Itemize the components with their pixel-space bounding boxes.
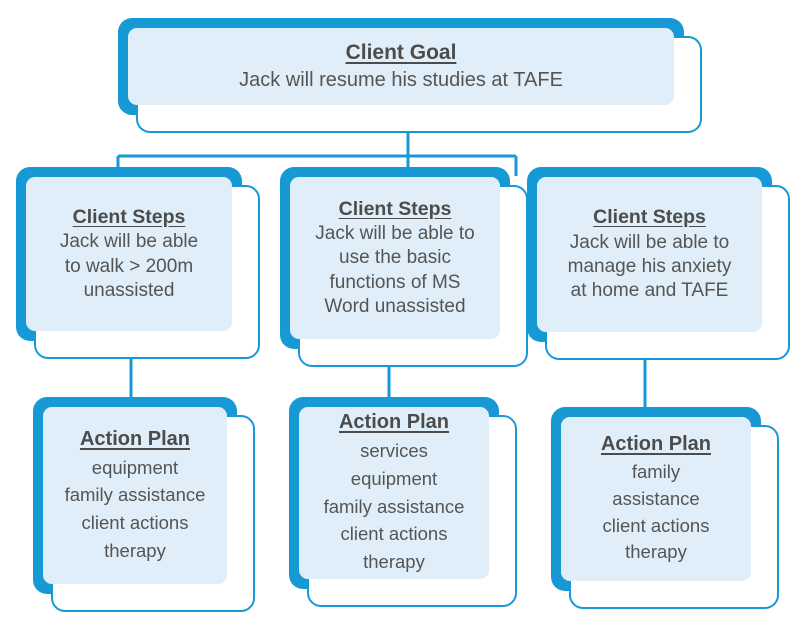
- node-body: Jack will resume his studies at TAFE: [239, 68, 563, 94]
- node-body-line: equipment: [350, 467, 438, 489]
- node-client-steps-2[interactable]: Client Steps Jack will be able to use th…: [280, 167, 528, 367]
- node-body-line: Jack will be able to: [569, 231, 730, 253]
- node-body: equipment family assistance client actio…: [65, 454, 206, 565]
- node-body: services equipment family assistance cli…: [324, 437, 465, 576]
- card-content-pane: Action Plan equipment family assistance …: [43, 407, 227, 584]
- node-body-line: family assistance: [323, 495, 465, 517]
- node-client-goal[interactable]: Client Goal Jack will resume his studies…: [118, 18, 702, 133]
- node-body-line: Jack will resume his studies at TAFE: [239, 68, 563, 91]
- node-body-line: Word unassisted: [324, 296, 466, 317]
- node-body-line: family: [631, 460, 681, 482]
- node-body: Jack will be able to manage his anxiety …: [568, 231, 732, 304]
- node-body: Jack will be able to use the basic funct…: [315, 222, 474, 319]
- node-client-steps-1[interactable]: Client Steps Jack will be able to walk >…: [16, 167, 260, 359]
- node-body-line: Jack will be able: [59, 231, 199, 253]
- node-title: Client Goal: [345, 40, 457, 64]
- node-body-line: assistance: [612, 487, 700, 509]
- card-content-pane: Client Goal Jack will resume his studies…: [128, 28, 674, 105]
- node-body-line: client actions: [340, 523, 448, 545]
- card-content-pane: Action Plan services equipment family as…: [299, 407, 489, 579]
- card-content-pane: Action Plan family assistance client act…: [561, 417, 751, 581]
- node-body-line: use the basic: [339, 247, 451, 269]
- node-body-line: at home and TAFE: [570, 280, 729, 302]
- card-content-pane: Client Steps Jack will be able to use th…: [290, 177, 500, 339]
- node-body-line: family assistance: [64, 484, 206, 506]
- node-action-plan-1[interactable]: Action Plan equipment family assistance …: [33, 397, 255, 612]
- node-title: Action Plan: [600, 432, 711, 455]
- node-body-line: therapy: [104, 539, 166, 561]
- node-body-line: to walk > 200m: [64, 255, 194, 277]
- node-title: Client Steps: [72, 205, 186, 228]
- node-body-line: therapy: [363, 551, 425, 573]
- node-title: Client Steps: [593, 206, 706, 229]
- node-title: Client Steps: [338, 197, 452, 220]
- node-body: family assistance client actions therapy: [603, 459, 710, 566]
- card-content-pane: Client Steps Jack will be able to walk >…: [26, 177, 232, 331]
- node-body-line: unassisted: [83, 279, 175, 301]
- node-body-line: manage his anxiety: [567, 256, 732, 278]
- node-title: Action Plan: [79, 427, 190, 450]
- node-body-line: therapy: [625, 541, 687, 563]
- node-body-line: functions of MS: [329, 271, 461, 293]
- card-content-pane: Client Steps Jack will be able to manage…: [537, 177, 762, 332]
- node-action-plan-3[interactable]: Action Plan family assistance client act…: [551, 407, 779, 609]
- node-body-line: client actions: [602, 514, 710, 536]
- node-title: Action Plan: [338, 411, 449, 434]
- node-body-line: equipment: [91, 456, 179, 478]
- node-body: Jack will be able to walk > 200m unassis…: [60, 230, 198, 303]
- node-client-steps-3[interactable]: Client Steps Jack will be able to manage…: [527, 167, 790, 360]
- node-action-plan-2[interactable]: Action Plan services equipment family as…: [289, 397, 517, 607]
- node-body-line: client actions: [81, 512, 189, 533]
- node-body-line: Jack will be able to: [315, 223, 475, 245]
- node-body-line: services: [360, 440, 428, 462]
